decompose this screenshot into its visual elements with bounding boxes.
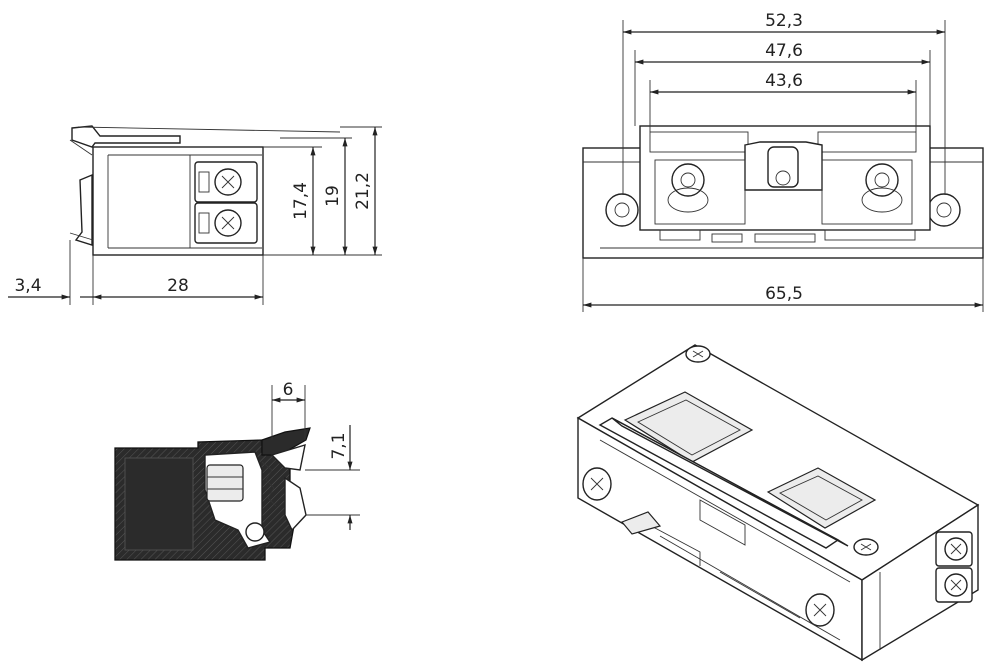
dim-65-5: 65,5 (765, 284, 803, 304)
iso-opening-left (623, 391, 754, 463)
dim-7-1: 7,1 (329, 432, 349, 459)
terminal-block-lower (194, 202, 258, 244)
iso-screw-front (805, 593, 835, 627)
front-screw-left (667, 163, 709, 213)
iso-screw-top (685, 345, 711, 363)
dim-3-4: 3,4 (14, 276, 41, 296)
side-view: 17,4 19 21,2 28 3,4 (8, 125, 382, 305)
dim-52-3: 52,3 (765, 11, 803, 31)
dim-43-6: 43,6 (765, 71, 803, 91)
dim-17-4: 17,4 (291, 182, 311, 220)
section-view: 6 7,1 (114, 380, 360, 561)
section-screw-head (206, 464, 244, 502)
dim-47-6: 47,6 (765, 41, 803, 61)
iso-screw-right-top (853, 538, 879, 556)
iso-screw-left (582, 467, 612, 501)
dim-21-2: 21,2 (353, 172, 373, 210)
isometric-view (576, 344, 980, 662)
front-view: 52,3 47,6 43,6 65,5 (582, 11, 984, 312)
dim-19: 19 (323, 185, 343, 207)
section-pivot (245, 522, 265, 542)
iso-opening-right (766, 467, 877, 529)
terminal-block-upper (194, 161, 258, 203)
front-screw-right (861, 163, 903, 213)
dim-28: 28 (167, 276, 189, 296)
mounting-hole-left (605, 193, 639, 227)
dim-6: 6 (283, 380, 294, 400)
section-latch (261, 427, 311, 456)
iso-terminal-upper (935, 531, 973, 567)
mounting-hole-right (927, 193, 961, 227)
iso-terminal-lower (935, 567, 973, 603)
